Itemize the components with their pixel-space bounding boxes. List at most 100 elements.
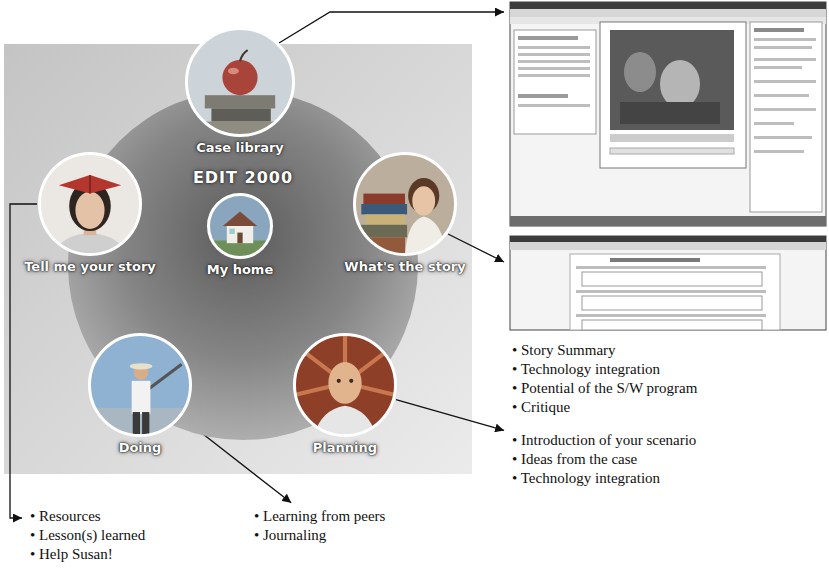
photo-ring: [295, 335, 396, 436]
hat: [130, 363, 153, 369]
face: [412, 186, 435, 215]
photo-circle: [185, 27, 295, 137]
photo-content: [353, 152, 457, 256]
photo-circle: [353, 152, 457, 256]
info-line: [754, 58, 816, 61]
bullet-item: • Learning from peers: [254, 507, 388, 526]
info-line: [754, 136, 812, 139]
task-bar: [510, 216, 826, 226]
photo-ring: [187, 29, 294, 136]
doing-circle: Doing: [88, 333, 192, 437]
photo: [207, 193, 273, 259]
circle-label: Case library: [135, 140, 345, 156]
home-circle: My home: [207, 193, 273, 259]
bullet-list: • Introduction of your scenario• Ideas f…: [506, 428, 705, 491]
eye: [349, 379, 353, 383]
circle-label: Doing: [38, 440, 242, 456]
table-row: [518, 53, 590, 56]
photo: [38, 152, 142, 256]
photo: [88, 333, 192, 437]
shirt: [132, 381, 151, 414]
photo-person: [624, 52, 656, 92]
form-page: [570, 254, 780, 330]
photo-circle: [207, 193, 273, 259]
photo-content: [38, 152, 142, 256]
photo-person: [660, 60, 700, 108]
leg: [142, 412, 149, 437]
bullet-item: • Critique: [512, 398, 700, 417]
book: [361, 204, 407, 214]
photo-content: [293, 333, 397, 437]
photo-ground: [353, 152, 457, 256]
bullet-list: • Learning from peers• Journaling: [248, 504, 394, 548]
photo-ground: [293, 333, 397, 437]
info-line: [754, 108, 816, 111]
hub-title: EDIT 2000: [68, 168, 418, 187]
photo: [185, 27, 295, 137]
bullet-item: • Technology integration: [512, 360, 700, 379]
window-frame: [510, 2, 826, 226]
tool: [148, 364, 181, 389]
info-line: [754, 46, 812, 49]
house-wall: [227, 225, 253, 243]
photo-ring: [40, 154, 141, 255]
bullet-item: • Journaling: [254, 526, 388, 545]
shoulders: [55, 233, 126, 256]
book-spine: [89, 175, 91, 194]
photo-ground: [185, 27, 295, 137]
bullet-item: • Story Summary: [512, 341, 700, 360]
house-window: [229, 229, 234, 234]
form-line: [576, 314, 766, 317]
photo-content: [185, 27, 295, 137]
sky: [88, 333, 192, 437]
menu-bar: [510, 9, 826, 17]
photo: [293, 333, 397, 437]
bullet-list: • Resources• Lesson(s) learned• Help Sus…: [24, 504, 154, 567]
info-line: [754, 66, 802, 69]
leader-arrow: [279, 12, 504, 43]
leader-arrow: [448, 234, 504, 262]
table-row: [518, 104, 590, 107]
bullet-item: • Lesson(s) learned: [30, 526, 148, 545]
window-frame: [510, 236, 826, 330]
form-heading: [610, 258, 700, 262]
photo-circle: [88, 333, 192, 437]
video-frame: [600, 22, 746, 168]
form-line: [576, 290, 766, 293]
circle-label: Tell me your story: [0, 259, 192, 275]
photo-circle: [38, 152, 142, 256]
photo-content: [88, 333, 192, 437]
table-row: [518, 60, 590, 63]
ground: [88, 408, 192, 437]
tell-story-circle: Tell me your story: [38, 152, 142, 256]
form-line: [576, 266, 766, 269]
circle-label: What's the story: [303, 259, 507, 275]
leg: [133, 412, 140, 437]
screenshot-case: [510, 2, 826, 226]
info-line: [754, 28, 804, 32]
house-roof: [223, 211, 257, 226]
bullet-list: • Story Summary• Technology integration •…: [506, 338, 706, 420]
text-box: [582, 272, 762, 286]
table-row: [518, 94, 568, 98]
photo-desk: [620, 102, 720, 124]
info-line: [754, 38, 816, 41]
face: [75, 192, 104, 229]
info-line: [754, 150, 804, 153]
case-library-circle: Case library: [185, 27, 295, 137]
bullet-item: • Resources: [30, 507, 148, 526]
video-photo: [610, 30, 734, 130]
tool-bar: [510, 242, 826, 250]
apple: [222, 60, 257, 95]
bullet-item: • Help Susan!: [30, 545, 148, 564]
info-line: [754, 80, 816, 83]
table-row: [518, 46, 590, 49]
side-table: [514, 30, 596, 134]
text-box: [582, 320, 762, 330]
photo-circle: [293, 333, 397, 437]
info-line: [754, 94, 809, 97]
sky: [207, 193, 273, 259]
head: [328, 362, 361, 404]
planning-circle: Planning: [293, 333, 397, 437]
